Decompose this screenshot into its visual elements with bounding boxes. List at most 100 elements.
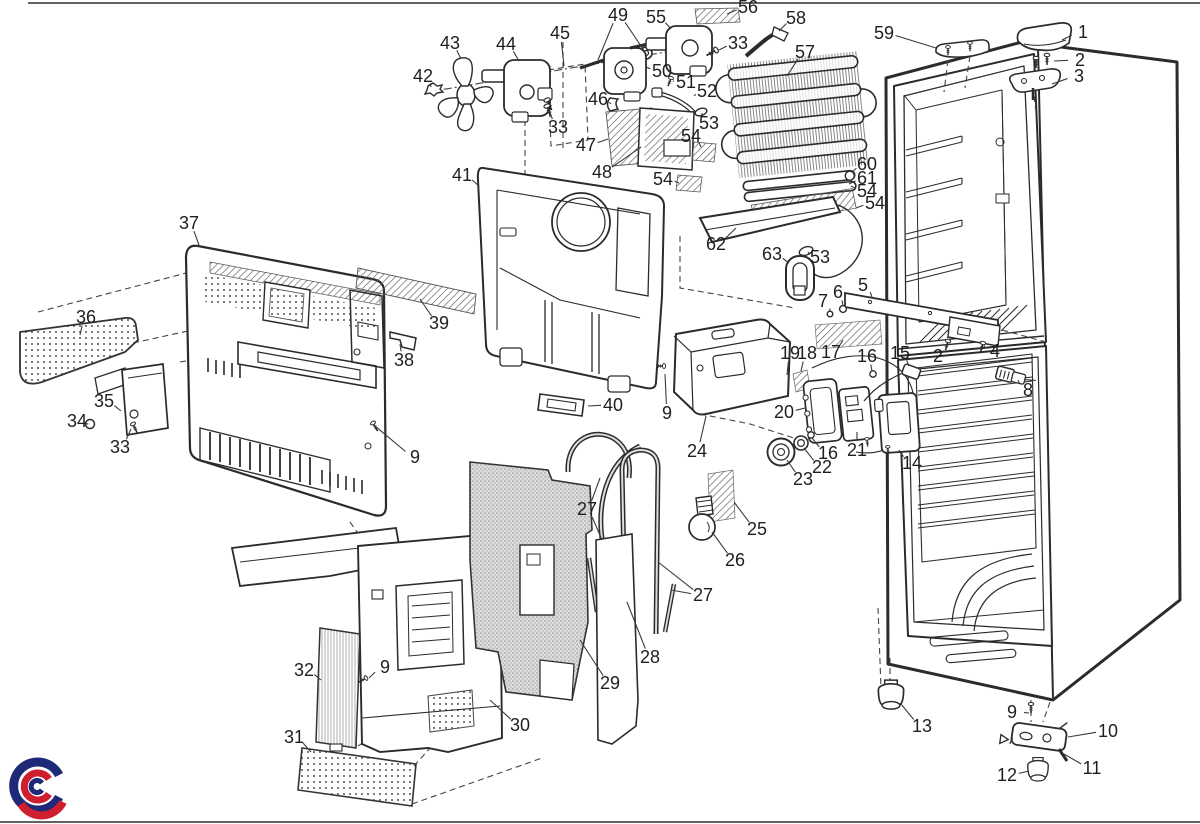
part-27-28-heat-tubes — [565, 431, 677, 635]
part-22-washer — [793, 435, 809, 451]
part-23-control-knob — [766, 437, 796, 467]
leader-line-54 — [855, 204, 864, 209]
leader-line-16 — [870, 364, 873, 372]
part-38-bracket — [389, 331, 417, 351]
callout-label-9: 9 — [380, 657, 390, 677]
callout-label-15: 15 — [890, 343, 910, 363]
part-31-vent-grille — [297, 743, 417, 807]
part-63-drain-loop — [785, 255, 815, 301]
leader-line-45 — [560, 41, 565, 67]
leader-line-11 — [1063, 753, 1082, 765]
leader-line-40 — [587, 404, 602, 407]
callout-label-7: 7 — [818, 291, 828, 311]
leader-line-9 — [368, 671, 376, 679]
callout-labels: 1223456789999101112131415161617181920212… — [67, 0, 1118, 785]
part-57-evaporator-coil — [715, 51, 877, 179]
callout-label-16: 16 — [857, 346, 877, 366]
callout-label-5: 5 — [858, 275, 868, 295]
leader-line-12 — [1018, 770, 1030, 774]
part-32-ribbed-panel — [315, 627, 361, 749]
part-5-support-bar — [844, 291, 1001, 347]
leader-line-52 — [693, 93, 697, 97]
callout-label-51: 51 — [676, 72, 696, 92]
callout-label-17: 17 — [821, 342, 841, 362]
leader-line-56 — [726, 9, 737, 15]
part-37-rear-panel — [184, 244, 388, 517]
callout-label-27: 27 — [693, 585, 713, 605]
leader-line-26 — [711, 531, 728, 554]
callout-label-31: 31 — [284, 727, 304, 747]
callout-label-62: 62 — [706, 234, 726, 254]
callout-label-14: 14 — [902, 453, 922, 473]
callout-label-34: 34 — [67, 411, 87, 431]
leader-line-41 — [471, 179, 480, 187]
callout-label-44: 44 — [496, 34, 516, 54]
callout-label-29: 29 — [600, 673, 620, 693]
part-42-clip — [423, 82, 445, 97]
callout-label-53: 53 — [699, 113, 719, 133]
part-3-top-hinge — [1008, 68, 1062, 100]
leader-line-43 — [456, 50, 462, 60]
screw-16a-icon — [869, 370, 877, 378]
leader-line-1 — [1061, 34, 1073, 41]
part-1-hinge-cover — [1016, 22, 1073, 52]
part-44-fan-motor — [481, 59, 553, 123]
callout-label-19: 19 — [780, 343, 800, 363]
callout-label-12: 12 — [997, 765, 1017, 785]
callout-label-32: 32 — [294, 660, 314, 680]
callout-label-26: 26 — [725, 550, 745, 570]
leader-line-27 — [591, 516, 603, 541]
leader-line-18 — [800, 361, 804, 372]
callout-label-2: 2 — [1075, 50, 1085, 70]
leader-line-44 — [512, 50, 520, 62]
leader-line-48 — [611, 146, 642, 168]
leader-line-49 — [597, 23, 614, 61]
callout-label-39: 39 — [429, 313, 449, 333]
callout-label-33: 33 — [548, 117, 568, 137]
leader-line-19 — [786, 361, 789, 376]
callout-label-40: 40 — [603, 395, 623, 415]
leader-line-13 — [900, 703, 915, 720]
callout-leader-lines — [79, 9, 1097, 774]
leader-line-61 — [848, 180, 856, 185]
leader-line-55 — [664, 22, 672, 30]
callout-label-20: 20 — [774, 402, 794, 422]
leader-line-22 — [803, 447, 815, 461]
leader-line-20 — [795, 407, 806, 411]
callout-label-33: 33 — [728, 33, 748, 53]
leader-line-27 — [657, 561, 694, 591]
part-10-bottom-hinge — [998, 722, 1068, 752]
leader-line-5 — [869, 292, 873, 298]
callout-label-21: 21 — [847, 440, 867, 460]
screw-7-icon — [826, 310, 834, 318]
part-41-evaporator-cover — [476, 166, 665, 393]
leader-line-54 — [698, 142, 702, 148]
leader-line-2 — [945, 343, 949, 350]
screw-16b-icon — [807, 431, 815, 439]
part-62-drip-tray — [698, 195, 863, 279]
leader-line-33 — [548, 109, 553, 120]
leader-line-16 — [811, 437, 820, 448]
leader-line-62 — [724, 227, 737, 239]
leader-line-27 — [670, 589, 692, 595]
part-29-foam-duct — [469, 461, 593, 701]
callout-label-9: 9 — [662, 403, 672, 423]
leader-line-17 — [839, 339, 844, 346]
part-54a-patch — [691, 141, 717, 163]
leader-line-25 — [733, 501, 750, 523]
callout-label-28: 28 — [640, 647, 660, 667]
part-56-insulation-patch — [694, 7, 741, 25]
leader-line-15 — [906, 360, 910, 367]
part-54b-patch — [675, 174, 703, 193]
leader-line-27 — [591, 477, 601, 501]
callout-label-22: 22 — [812, 457, 832, 477]
callout-label-30: 30 — [510, 715, 530, 735]
leader-line-54 — [850, 185, 856, 189]
callout-label-3: 3 — [1074, 66, 1084, 86]
leader-line-32 — [313, 674, 322, 681]
leader-line-14 — [898, 449, 904, 457]
part-55-fan-motor — [629, 25, 713, 77]
callout-label-9: 9 — [1007, 702, 1017, 722]
callout-label-33: 33 — [110, 437, 130, 457]
leader-line-54 — [674, 180, 680, 184]
